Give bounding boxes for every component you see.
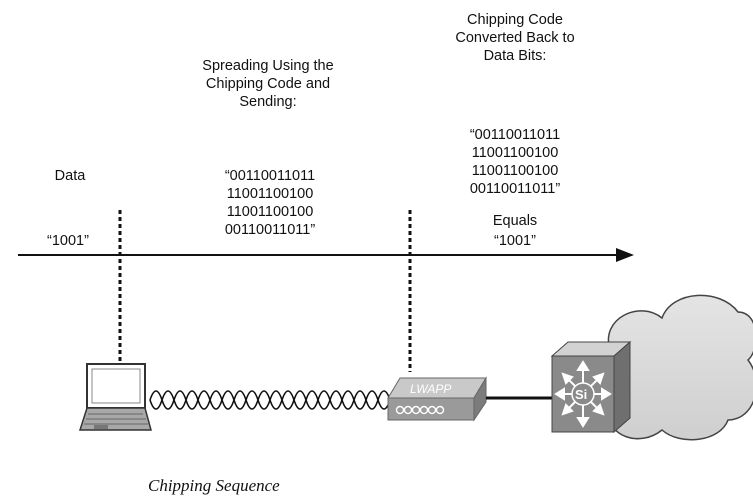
time-axis-arrow: [18, 248, 634, 262]
spreading-code: “00110011011 11001100100 11001100100 001…: [224, 168, 316, 238]
caption: Chipping Sequence: [148, 476, 280, 495]
data-heading: Data: [54, 168, 86, 184]
equals-label: Equals: [492, 213, 538, 229]
ap-label: LWAPP: [410, 382, 451, 396]
laptop-icon: [78, 363, 152, 431]
data-value: “1001”: [47, 233, 89, 249]
converted-code: “00110011011 11001100100 11001100100 001…: [469, 127, 561, 197]
spreading-heading: Spreading Using the Chipping Code and Se…: [202, 58, 334, 110]
converted-heading: Chipping Code Converted Back to Data Bit…: [455, 12, 575, 64]
multilayer-switch-icon: Si: [550, 340, 632, 434]
access-point-icon: LWAPP: [387, 376, 487, 422]
chipping-signal-wave-2: [149, 390, 391, 410]
switch-label: Si: [575, 387, 587, 402]
result-value: “1001”: [494, 233, 536, 249]
